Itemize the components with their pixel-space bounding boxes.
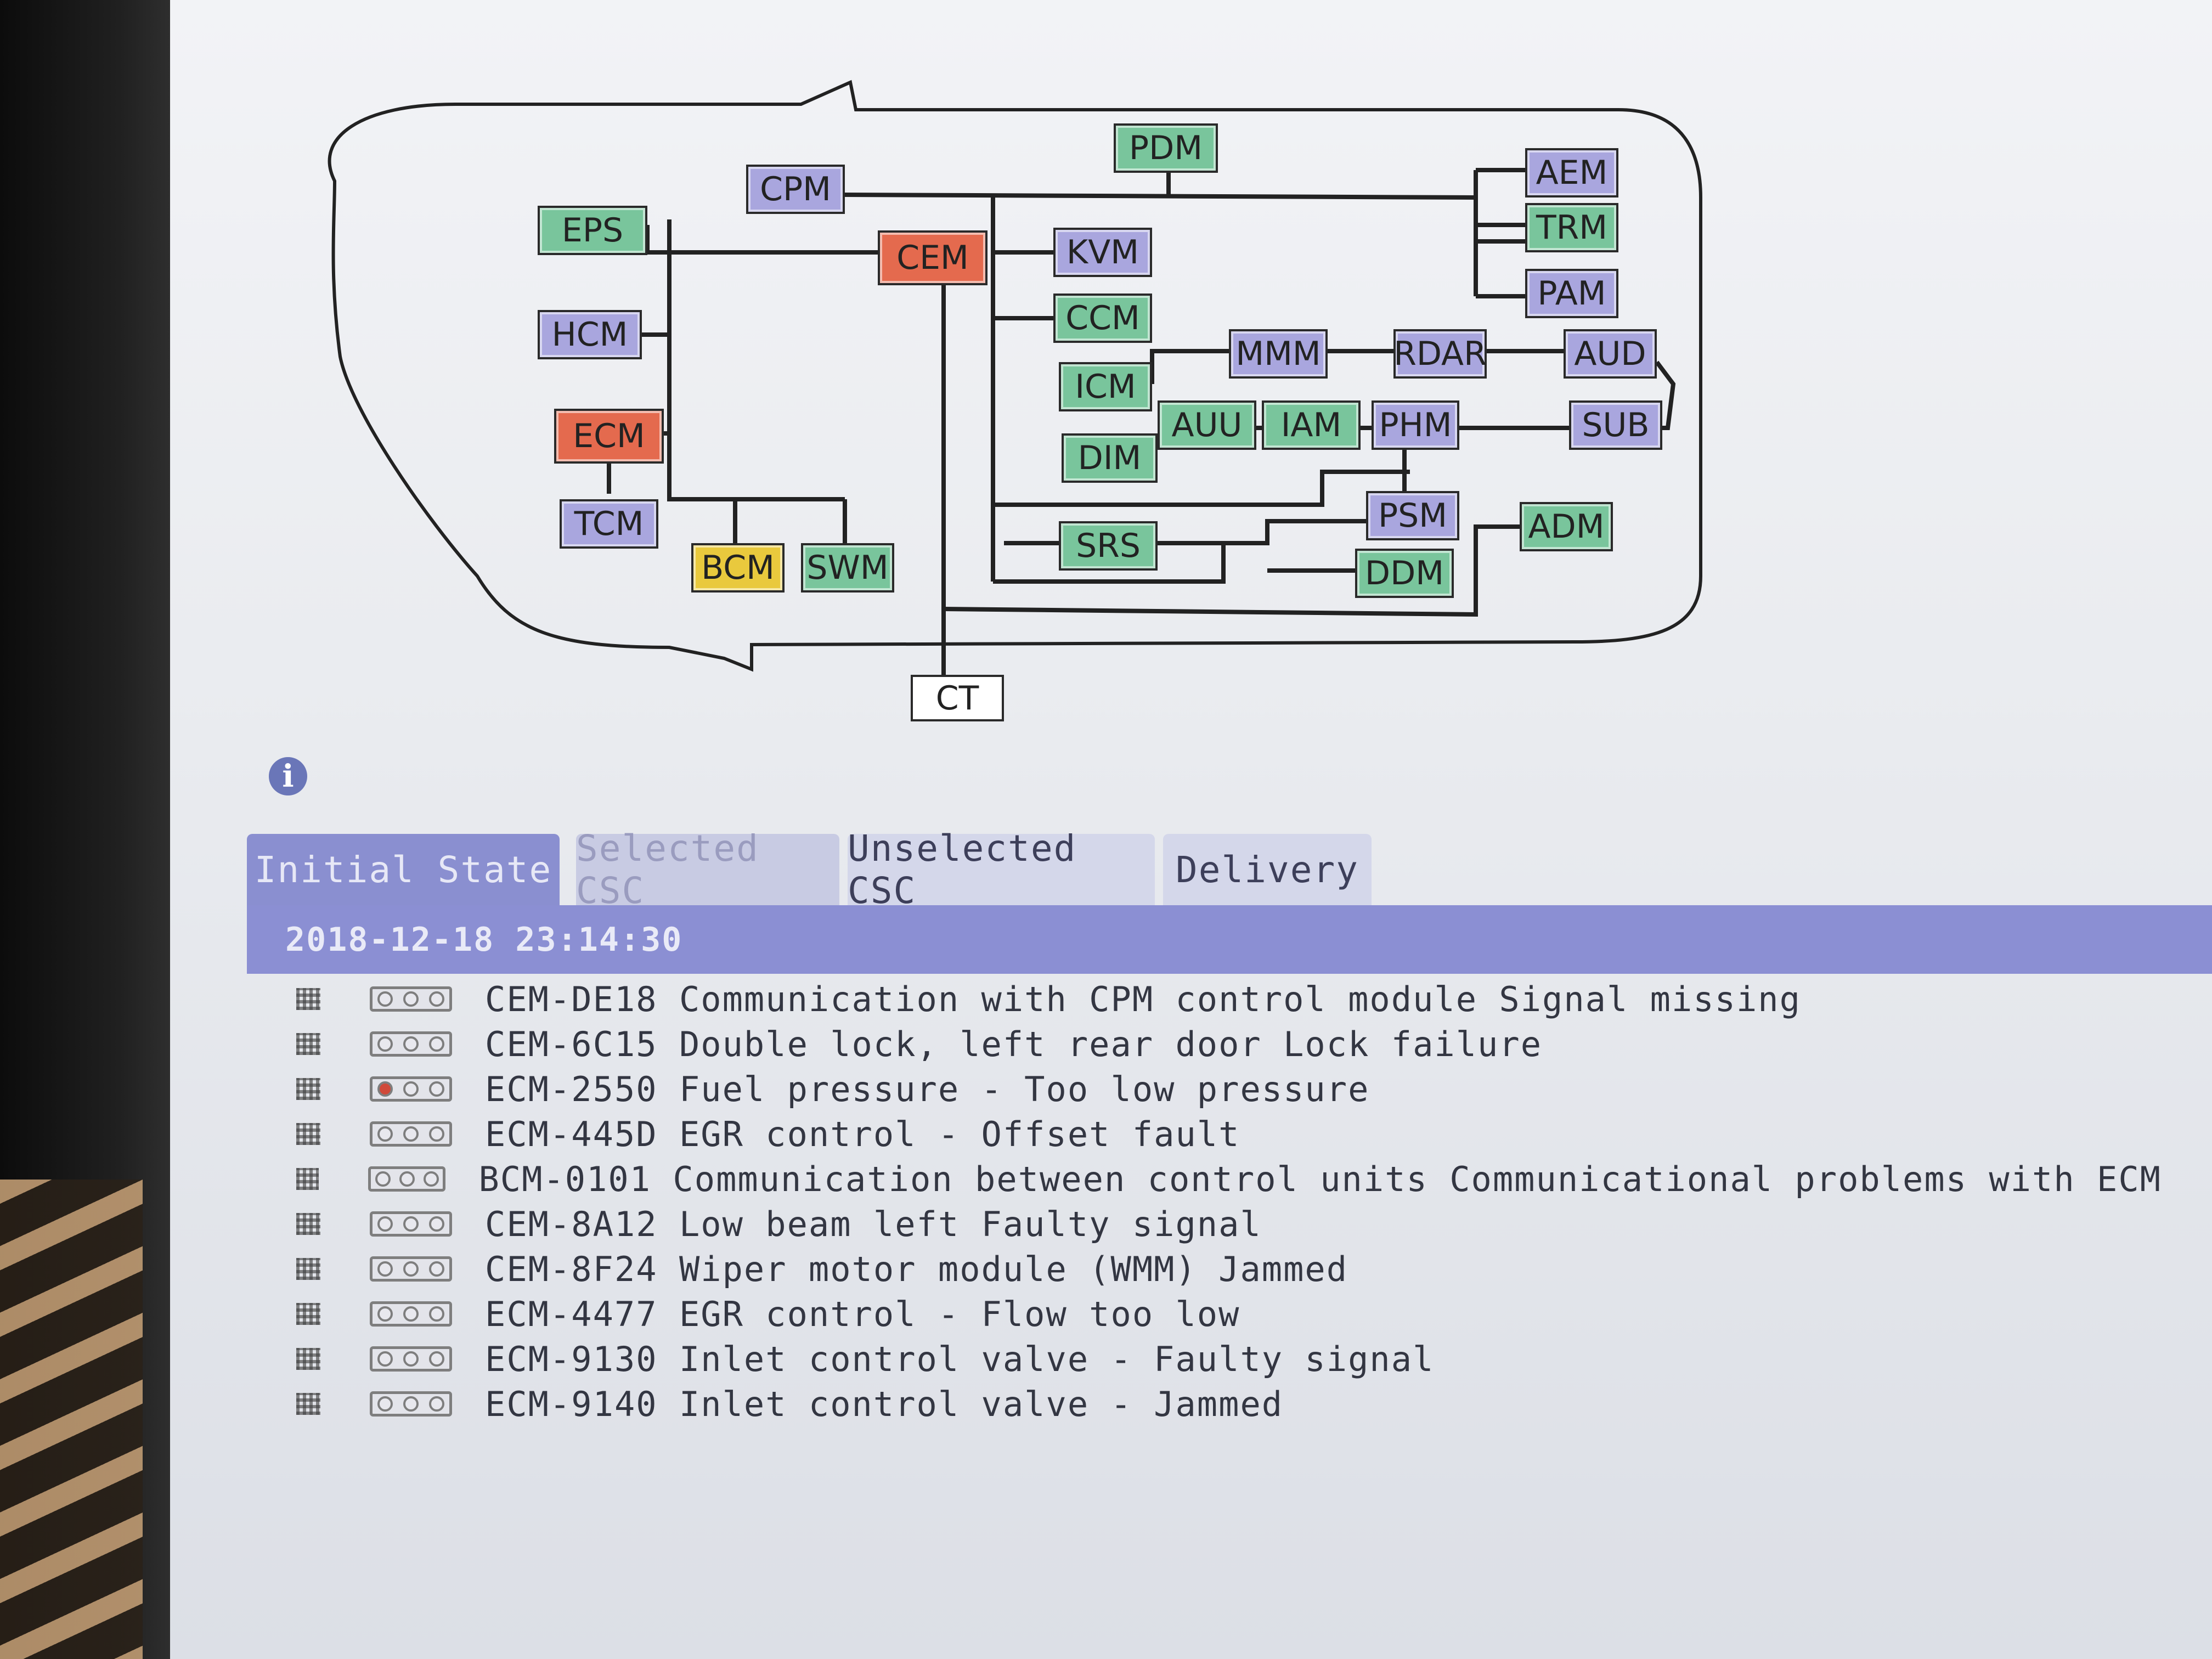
fault-text: ECM-9140 Inlet control valve - Jammed: [485, 1384, 1284, 1424]
grip-icon[interactable]: [296, 1168, 319, 1190]
fault-row[interactable]: ECM-4477 EGR control - Flow too low: [296, 1291, 2162, 1336]
grip-icon[interactable]: [296, 1123, 320, 1145]
module-pdm[interactable]: PDM: [1114, 123, 1218, 173]
module-kvm[interactable]: KVM: [1053, 228, 1152, 277]
status-lamps-icon: [370, 1031, 452, 1057]
module-tcm[interactable]: TCM: [560, 499, 658, 549]
tab-initial-state[interactable]: Initial State: [247, 834, 560, 905]
module-ct[interactable]: CT: [911, 675, 1004, 721]
module-phm[interactable]: PHM: [1372, 400, 1459, 450]
info-icon[interactable]: i: [269, 757, 307, 795]
desk-background: [0, 1180, 143, 1659]
module-hcm[interactable]: HCM: [538, 310, 642, 359]
module-pam[interactable]: PAM: [1525, 269, 1618, 318]
fault-text: CEM-DE18 Communication with CPM control …: [485, 979, 1801, 1019]
fault-row[interactable]: CEM-6C15 Double lock, left rear door Loc…: [296, 1022, 2162, 1066]
fault-text: ECM-9130 Inlet control valve - Faulty si…: [485, 1339, 1435, 1379]
module-cpm[interactable]: CPM: [746, 165, 845, 214]
status-lamps-icon: [370, 1211, 452, 1237]
grip-icon[interactable]: [296, 1258, 320, 1280]
module-auu[interactable]: AUU: [1158, 400, 1256, 450]
module-trm[interactable]: TRM: [1525, 203, 1618, 252]
status-lamps-icon: [370, 986, 452, 1012]
fault-text: ECM-2550 Fuel pressure - Too low pressur…: [485, 1069, 1370, 1109]
module-cem[interactable]: CEM: [878, 230, 988, 285]
grip-icon[interactable]: [296, 988, 320, 1010]
module-icm[interactable]: ICM: [1059, 362, 1152, 411]
status-lamps-icon: [370, 1301, 452, 1327]
status-lamps-icon: [370, 1076, 452, 1102]
module-ecm[interactable]: ECM: [554, 409, 664, 464]
fault-text: CEM-8F24 Wiper motor module (WMM) Jammed: [485, 1249, 1348, 1289]
network-wires: [328, 80, 1702, 675]
status-lamps-icon: [370, 1121, 452, 1147]
module-ddm[interactable]: DDM: [1355, 549, 1454, 598]
grip-icon[interactable]: [296, 1213, 320, 1235]
fault-text: CEM-8A12 Low beam left Faulty signal: [485, 1204, 1262, 1244]
fault-text: CEM-6C15 Double lock, left rear door Loc…: [485, 1024, 1543, 1064]
grip-icon[interactable]: [296, 1033, 320, 1055]
grip-icon[interactable]: [296, 1393, 320, 1415]
grip-icon[interactable]: [296, 1348, 320, 1370]
fault-row[interactable]: ECM-2550 Fuel pressure - Too low pressur…: [296, 1066, 2162, 1111]
status-lamps-icon: [368, 1166, 446, 1192]
screen: PDM CPM AEM EPS TRM CEM KVM PAM HCM CCM …: [170, 0, 2212, 1659]
module-swm[interactable]: SWM: [801, 543, 894, 592]
timestamp-header: 2018-12-18 23:14:30: [247, 905, 2212, 974]
status-lamps-icon: [370, 1346, 452, 1372]
module-aem[interactable]: AEM: [1525, 148, 1618, 198]
tab-bar: Initial State Selected CSC Unselected CS…: [247, 827, 2212, 912]
tab-delivery[interactable]: Delivery: [1163, 834, 1372, 905]
tab-unselected-csc[interactable]: Unselected CSC: [848, 827, 1155, 912]
fault-row[interactable]: ECM-445D EGR control - Offset fault: [296, 1111, 2162, 1156]
module-ccm[interactable]: CCM: [1053, 294, 1152, 343]
module-iam[interactable]: IAM: [1262, 400, 1361, 450]
fault-row[interactable]: CEM-8A12 Low beam left Faulty signal: [296, 1201, 2162, 1246]
status-lamps-icon: [370, 1391, 452, 1417]
module-bcm[interactable]: BCM: [691, 543, 785, 592]
fault-row[interactable]: BCM-0101 Communication between control u…: [296, 1156, 2162, 1201]
module-adm[interactable]: ADM: [1520, 502, 1613, 551]
module-sub[interactable]: SUB: [1569, 400, 1662, 450]
fault-row[interactable]: CEM-DE18 Communication with CPM control …: [296, 977, 2162, 1022]
network-diagram: PDM CPM AEM EPS TRM CEM KVM PAM HCM CCM …: [170, 0, 2212, 746]
fault-row[interactable]: CEM-8F24 Wiper motor module (WMM) Jammed: [296, 1246, 2162, 1291]
fault-text: ECM-4477 EGR control - Flow too low: [485, 1294, 1240, 1334]
module-eps[interactable]: EPS: [538, 206, 647, 255]
module-mmm[interactable]: MMM: [1229, 329, 1328, 379]
status-lamps-icon: [370, 1256, 452, 1282]
module-aud[interactable]: AUD: [1564, 329, 1657, 379]
fault-text: BCM-0101 Communication between control u…: [478, 1159, 2162, 1199]
module-psm[interactable]: PSM: [1366, 491, 1459, 540]
grip-icon[interactable]: [296, 1303, 320, 1325]
fault-row[interactable]: ECM-9130 Inlet control valve - Faulty si…: [296, 1336, 2162, 1381]
grip-icon[interactable]: [296, 1078, 320, 1100]
vehicle-outline: [328, 80, 1702, 672]
module-dim[interactable]: DIM: [1062, 433, 1158, 483]
tab-selected-csc[interactable]: Selected CSC: [576, 827, 839, 912]
fault-row[interactable]: ECM-9140 Inlet control valve - Jammed: [296, 1381, 2162, 1426]
fault-text: ECM-445D EGR control - Offset fault: [485, 1114, 1240, 1154]
module-srs[interactable]: SRS: [1059, 521, 1158, 571]
fault-list: CEM-DE18 Communication with CPM control …: [296, 977, 2162, 1426]
module-rdar[interactable]: RDAR: [1393, 329, 1487, 379]
